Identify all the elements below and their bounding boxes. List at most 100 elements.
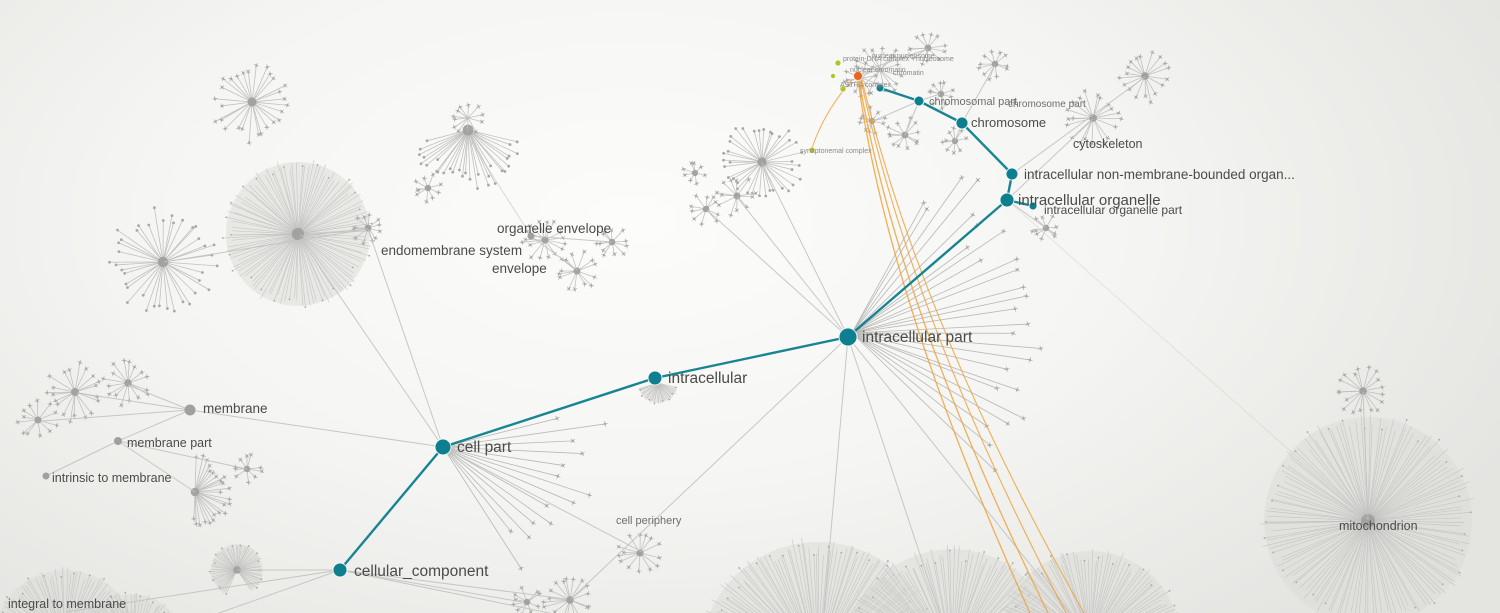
term-label: intracellular: [668, 370, 747, 387]
node-cluster: [556, 249, 598, 293]
cluster-hub-node[interactable]: [71, 388, 79, 396]
cluster-hub-node[interactable]: [1361, 514, 1375, 528]
cluster-hub-node[interactable]: [157, 256, 169, 268]
cluster-hub-node[interactable]: [424, 184, 432, 192]
term-label: cell part: [457, 439, 512, 456]
node-cluster: [1116, 50, 1172, 105]
node-cluster: [939, 125, 969, 155]
node-cluster: [1029, 214, 1059, 242]
highlight-green-node[interactable]: [808, 146, 816, 154]
selected-path-edge: [441, 376, 657, 449]
term-node-chromosome[interactable]: [955, 116, 969, 130]
highlight-green-node[interactable]: [839, 85, 847, 93]
node-cluster: [722, 127, 804, 198]
term-label: endomembrane system: [381, 243, 522, 258]
selected-path-edge: [653, 335, 850, 380]
term-node-intracellular-part[interactable]: [838, 327, 858, 347]
term-node-cell-part[interactable]: [434, 438, 452, 456]
selected-path-edge: [878, 86, 921, 103]
gray-term-node[interactable]: [527, 232, 535, 240]
selected-path-layer: [338, 86, 1035, 572]
node-cluster: [714, 176, 758, 218]
cluster-hub-node[interactable]: [937, 90, 945, 98]
term-label: ASTRA complex: [840, 82, 891, 89]
node-cluster: [221, 160, 373, 308]
node-cluster: [212, 62, 290, 146]
cluster-hub-node[interactable]: [691, 169, 699, 177]
gray-term-node[interactable]: [184, 404, 196, 416]
node-cluster-layer: [0, 32, 1474, 613]
highlight-edge: [858, 79, 1049, 613]
highlight-edge: [860, 79, 1067, 613]
node-cluster: [540, 576, 592, 613]
term-label: envelope: [492, 261, 547, 276]
selected-path-edge: [960, 121, 1014, 176]
cluster-hub-node[interactable]: [924, 44, 932, 52]
term-label: protein-DNA complex: [843, 56, 910, 63]
term-label: chromosome part: [1008, 99, 1086, 110]
term-label: integral to membrane: [8, 597, 126, 611]
term-label: mitochondrion: [1339, 519, 1418, 533]
cluster-hub-node[interactable]: [1359, 387, 1367, 395]
term-label: intrinsic to membrane: [52, 471, 172, 485]
cluster-hub-node[interactable]: [247, 97, 257, 107]
term-label: intracellular organelle: [1018, 192, 1161, 209]
node-cluster: [638, 382, 678, 405]
cluster-hub-node[interactable]: [124, 379, 132, 387]
term-node-intracellular-organelle-part[interactable]: [1028, 201, 1038, 211]
term-node-cellular-component[interactable]: [332, 562, 348, 578]
term-label: cellular_component: [354, 563, 489, 580]
node-cluster: [976, 49, 1010, 82]
node-cluster: [885, 115, 921, 151]
node-cluster: [1003, 548, 1179, 613]
term-node-intracellular[interactable]: [647, 370, 663, 386]
node-cluster: [108, 206, 219, 313]
cluster-hub-node[interactable]: [636, 549, 644, 557]
term-node-chromosomal-part[interactable]: [913, 95, 925, 107]
selected-path-edge: [917, 99, 964, 125]
highlight-edge: [861, 79, 1085, 613]
node-cluster: [417, 124, 519, 190]
cluster-hub-node[interactable]: [523, 598, 531, 606]
gray-term-node[interactable]: [42, 472, 50, 480]
cluster-hub-node[interactable]: [757, 157, 767, 167]
node-cluster: [680, 160, 708, 187]
node-layer[interactable]: [332, 59, 1038, 578]
hub-fan: [851, 174, 1044, 474]
gray-edge-layer: [41, 48, 1369, 613]
hub-fan: [442, 415, 608, 572]
node-cluster: [510, 585, 543, 613]
term-label: membrane part: [127, 436, 212, 450]
term-label: membrane: [203, 401, 268, 416]
term-label: chromatin: [893, 70, 924, 77]
node-cluster: [15, 398, 60, 439]
highlight-orange-node[interactable]: [853, 71, 863, 81]
node-cluster: [44, 360, 102, 425]
term-node-nucleosome-branch[interactable]: [875, 83, 885, 93]
selected-path-edge: [338, 445, 445, 572]
term-label: organelle envelope: [497, 221, 611, 236]
node-cluster: [450, 102, 485, 135]
cluster-hub-node[interactable]: [541, 236, 549, 244]
term-node-intracellular-organelle[interactable]: [999, 192, 1015, 208]
node-cluster: [927, 80, 956, 111]
highlight-green-node[interactable]: [834, 59, 842, 67]
term-label: cell periphery: [616, 515, 682, 527]
node-cluster: [208, 544, 264, 595]
cluster-hub-node[interactable]: [991, 60, 999, 68]
cluster-hub-node[interactable]: [291, 227, 305, 241]
selected-path-edge: [846, 198, 1009, 339]
term-label: cytoskeleton: [1073, 137, 1143, 151]
term-node-intracellular-non-membrane-bounded-organelle[interactable]: [1005, 167, 1019, 181]
node-cluster: [616, 532, 662, 574]
cluster-hub-node[interactable]: [733, 192, 741, 200]
cluster-hub-node[interactable]: [34, 416, 42, 424]
term-label: intracellular part: [862, 329, 973, 346]
highlight-green-node[interactable]: [830, 73, 836, 79]
node-cluster: [1259, 414, 1474, 613]
gray-term-node[interactable]: [114, 437, 122, 445]
term-label: nuclear chromatin: [850, 67, 906, 74]
term-label: synaptonemal complex: [800, 148, 872, 155]
